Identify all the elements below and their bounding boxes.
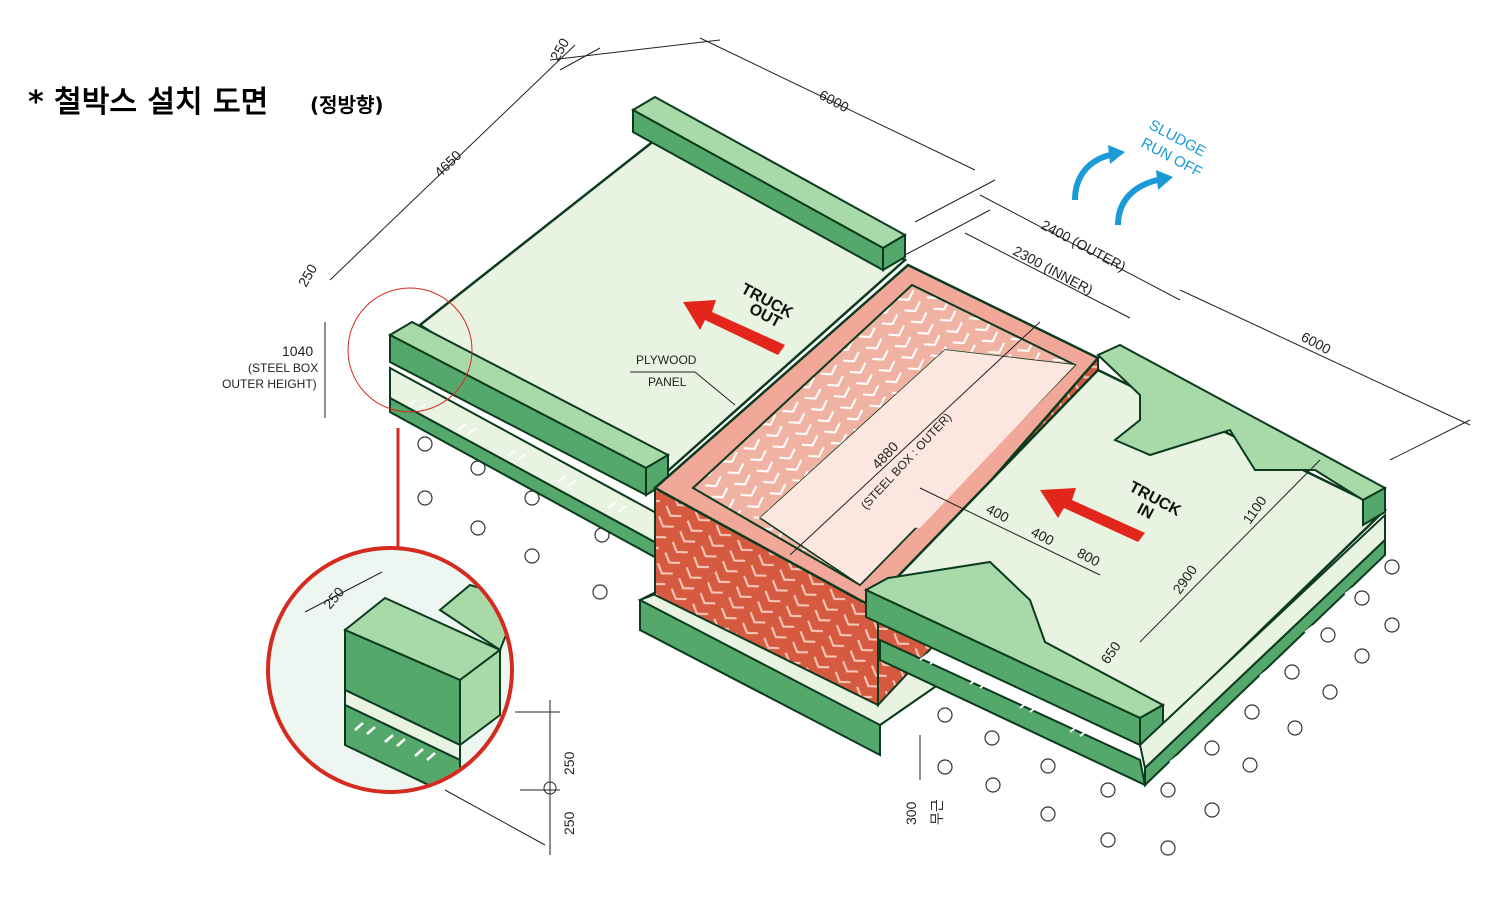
dim-300: 300 xyxy=(903,801,919,825)
dim-300-note: 무근 xyxy=(929,799,945,825)
inset-dim-250-a: 250 xyxy=(561,751,577,775)
dim-4650: 4650 xyxy=(431,147,465,180)
height-note-2: OUTER HEIGHT) xyxy=(222,377,317,391)
detail-inset: 250 xyxy=(266,546,514,794)
plywood-label-1: PLYWOOD xyxy=(636,353,697,367)
left-pad xyxy=(387,95,908,562)
truck-in-label-2: IN xyxy=(1134,501,1156,524)
gravel-ground xyxy=(417,436,1400,856)
callout-source-circle xyxy=(347,287,473,413)
truck-in-arrow xyxy=(1040,488,1145,542)
dim-250-left: 250 xyxy=(295,261,321,289)
dim-250-top: 250 xyxy=(547,35,573,63)
right-pad xyxy=(863,343,1388,788)
steel-box xyxy=(637,263,1101,757)
dim-6000-top: 6000 xyxy=(817,87,852,116)
inset-dim-250-b: 250 xyxy=(561,811,577,835)
truck-out-arrow xyxy=(683,300,785,355)
plywood-label-2: PANEL xyxy=(648,375,687,389)
dimension-lines xyxy=(324,37,1471,780)
height-value: 1040 xyxy=(282,343,313,359)
height-note-1: (STEEL BOX xyxy=(248,361,318,375)
page-subtitle: (정방향) xyxy=(310,93,383,117)
page-title: * 철박스 설치 도면 xyxy=(28,85,268,120)
sludge-arrows xyxy=(1072,152,1159,226)
